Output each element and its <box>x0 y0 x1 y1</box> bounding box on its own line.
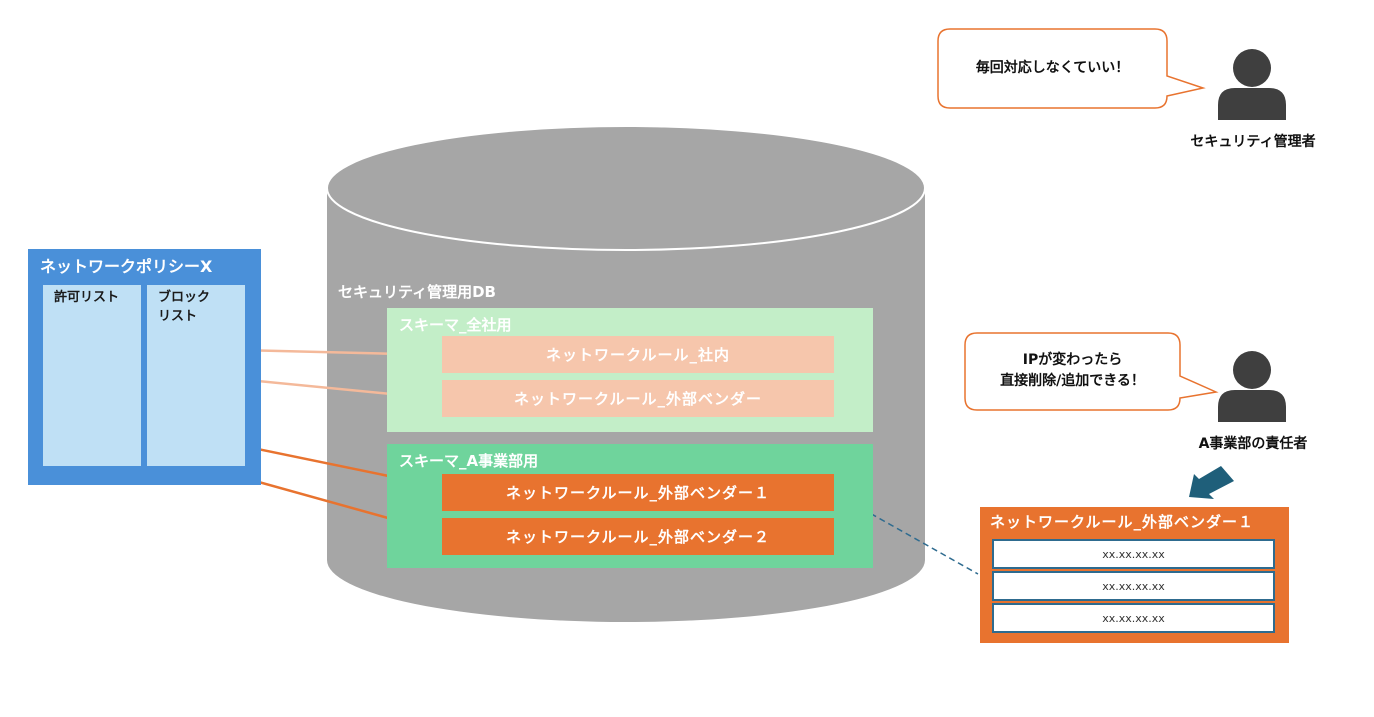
schema-title: スキーマ_A事業部用 <box>399 452 539 470</box>
speech-bubble-owner <box>964 332 1219 411</box>
person-icon <box>1218 351 1286 422</box>
ip-entry: xx.xx.xx.xx <box>992 539 1275 569</box>
person-icon <box>1218 49 1286 120</box>
block-list-label-line2: リスト <box>158 309 198 324</box>
database-cylinder-top <box>326 125 926 251</box>
rule-internal: ネットワークルール_社内 <box>442 336 834 373</box>
ip-entry: xx.xx.xx.xx <box>992 571 1275 601</box>
schema-title: スキーマ_全社用 <box>399 316 512 334</box>
dashed-connector <box>835 493 979 575</box>
rule-detail-title: ネットワークルール_外部ベンダー１ <box>990 513 1255 531</box>
speech-bubble-admin <box>937 28 1206 109</box>
rule-external-vendor-1: ネットワークルール_外部ベンダー１ <box>442 474 834 511</box>
rule-external-vendor-2: ネットワークルール_外部ベンダー２ <box>442 518 834 555</box>
admin-bubble-text: 毎回対応しなくていい！ <box>975 60 1130 76</box>
network-policy-title: ネットワークポリシーX <box>40 257 213 276</box>
owner-bubble-line1: IPが変わったら <box>1022 352 1123 368</box>
owner-bubble-line2: 直接削除/追加できる！ <box>1000 373 1145 389</box>
allow-list-label: 許可リスト <box>54 290 120 305</box>
block-list-column: ブロック リスト <box>147 285 245 466</box>
allow-list-column: 許可リスト <box>43 285 141 466</box>
security-admin-label: セキュリティ管理者 <box>1190 134 1316 150</box>
database-label: セキュリティ管理用DB <box>338 283 496 301</box>
arrow-down-left-icon <box>1189 466 1234 499</box>
block-list-label-line1: ブロック <box>158 290 211 305</box>
rule-external-vendor: ネットワークルール_外部ベンダー <box>442 380 834 417</box>
department-owner-label: A事業部の責任者 <box>1198 436 1308 452</box>
ip-entry: xx.xx.xx.xx <box>992 603 1275 633</box>
